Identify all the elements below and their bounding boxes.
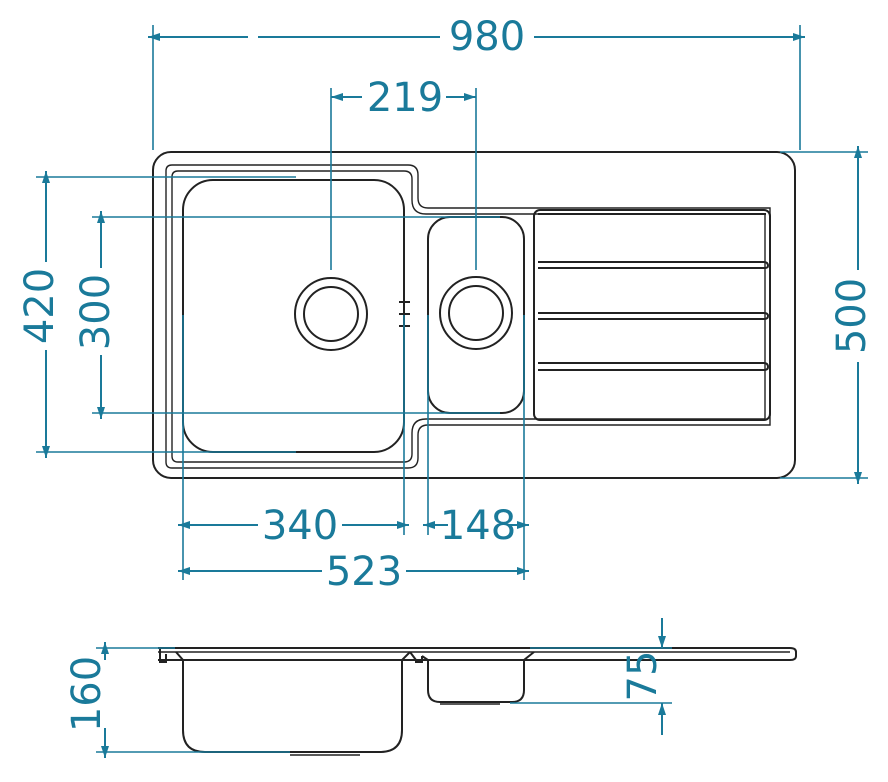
label-drain-spacing: 219	[367, 75, 443, 121]
small-drain-inner	[448, 285, 504, 341]
dim-overall-depth: 500	[780, 146, 875, 484]
dim-main-bowl-depth-outer: 420	[17, 171, 296, 458]
label-main-bowl-width: 340	[262, 503, 338, 549]
section-view: 160 75	[64, 618, 797, 758]
drainer-grooves	[538, 213, 770, 371]
dim-small-bowl-height: 75	[510, 618, 672, 735]
section-small-bowl	[421, 651, 535, 703]
small-drain-outer	[439, 276, 513, 350]
label-main-bowl-depth-outer: 420	[17, 268, 63, 344]
label-small-bowl-width: 148	[440, 503, 516, 549]
dim-main-bowl-depth-inner: 300	[73, 211, 500, 419]
dim-main-bowl-width: 340	[178, 315, 409, 580]
dim-overall-width: 980	[148, 14, 805, 150]
sink-rim-inner	[171, 170, 766, 463]
main-drain-outer	[294, 277, 368, 351]
drainer-area	[533, 209, 771, 421]
dim-small-bowl-width: 148	[423, 315, 529, 580]
label-bowls-total-width: 523	[326, 549, 402, 595]
label-small-bowl-height: 75	[620, 651, 666, 702]
dim-bowls-total-width: 523	[178, 549, 529, 595]
label-overall-width: 980	[449, 14, 525, 60]
sink-rim-outline	[165, 164, 771, 469]
dim-drain-spacing: 219	[330, 75, 477, 270]
plan-view: 980 219 500 420	[17, 14, 875, 595]
main-drain-inner	[303, 286, 359, 342]
dim-main-bowl-height: 160	[64, 642, 290, 758]
main-bowl	[182, 179, 405, 453]
sink-outer-outline	[152, 151, 796, 479]
label-overall-depth: 500	[829, 278, 875, 354]
section-top-surface	[158, 647, 797, 661]
label-main-bowl-height: 160	[64, 656, 110, 732]
label-main-bowl-depth-inner: 300	[73, 274, 119, 350]
section-main-bowl	[175, 651, 411, 753]
